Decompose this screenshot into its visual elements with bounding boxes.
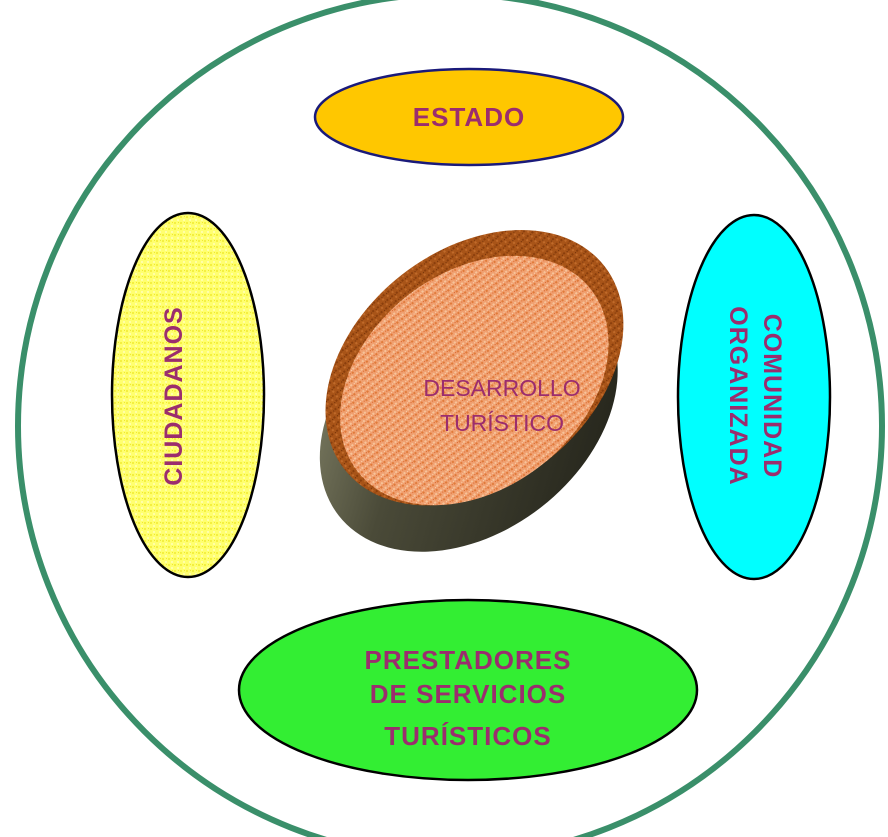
desarrollo-label-line1: DESARROLLO [423,375,580,401]
outer-ring [15,0,885,837]
estado-node: ESTADO [313,67,625,167]
prestadores-label-line1: PRESTADORES [365,645,572,675]
comunidad-ellipse [676,213,832,581]
prestadores-label-line2: DE SERVICIOS [370,679,566,709]
comunidad-label-line1: COMUNIDAD [758,314,786,479]
comunidad-node: COMUNIDAD ORGANIZADA [676,213,832,581]
comunidad-label-line2: ORGANIZADA [724,306,752,485]
ciudadanos-node: CIUDADANOS [110,211,266,579]
ciudadanos-ellipse [110,211,266,579]
desarrollo-label-line2: TURÍSTICO [440,410,564,436]
disc-top [340,255,609,506]
ciudadanos-label: CIUDADANOS [160,306,188,485]
prestadores-ellipse [237,598,699,782]
prestadores-node: PRESTADORES DE SERVICIOS TURÍSTICOS [237,598,699,782]
estado-ellipse [313,67,625,167]
prestadores-label-line3: TURÍSTICOS [384,721,551,751]
estado-label: ESTADO [413,102,525,132]
desarrollo-turistico-disc [319,229,624,552]
